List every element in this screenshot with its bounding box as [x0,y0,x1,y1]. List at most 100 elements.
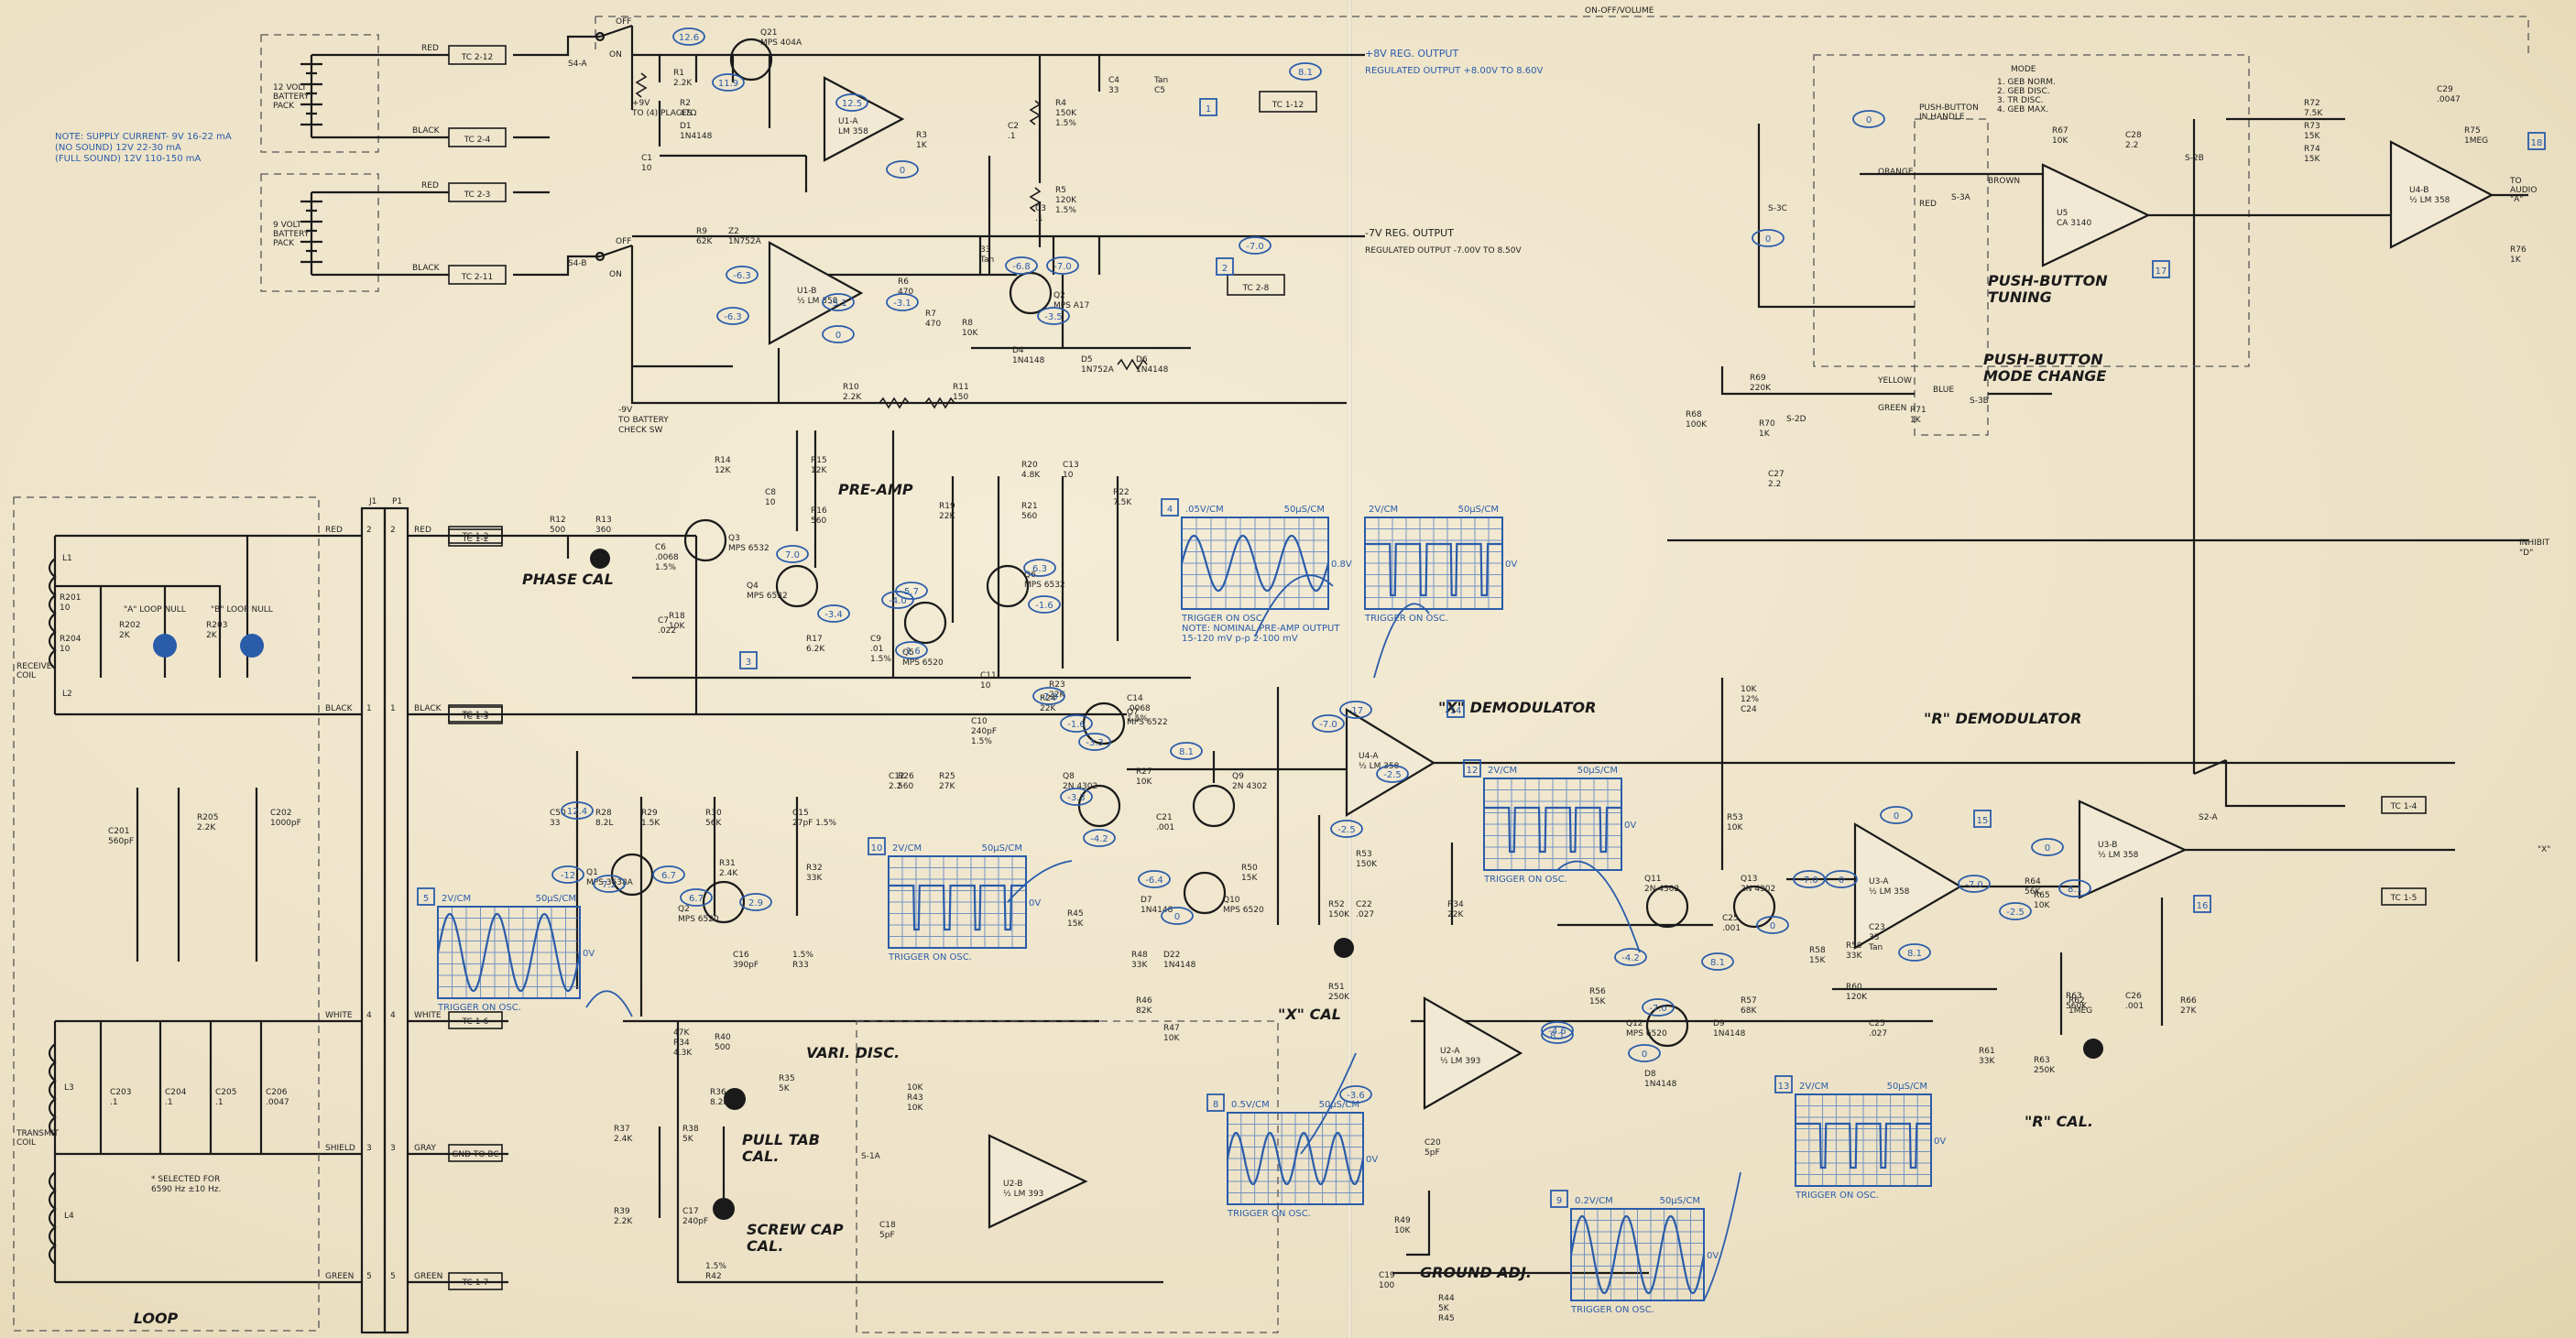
power-part-label: D5 [1081,355,1093,364]
voltage-bubble [1037,307,1070,325]
mode-change-wires [1720,366,2052,396]
loop-part-label: R205 [197,813,218,822]
preamp-part-label: 12K [715,466,731,475]
loop-a-null-trim[interactable] [153,634,177,658]
preamp-wires [566,430,1191,680]
u3b-label: U3-B [2098,841,2117,850]
switch-label: S-3A [1951,193,1971,202]
r-demod-part-label: R63 [2066,992,2082,1001]
loop-part-label: .1 [215,1098,224,1107]
scope-test-point: 12 [1467,766,1479,776]
receive-coil-label: COIL [16,671,36,680]
tc-2-8-box [1227,274,1285,296]
connector-terminal: TC 1-3 [462,711,489,720]
scope-vertical-scale: 2V/CM [1369,505,1398,515]
inhibit-label: INHIBIT [2519,538,2550,548]
connector-wires [266,534,508,1284]
mode-part-label: 10K [2052,136,2068,146]
transistor-q8 [1077,784,1121,828]
oscilloscope-trace [888,855,1027,949]
tc-1-5: TC 1-5 [2390,894,2418,903]
to-battery-label: CHECK SW [618,426,662,435]
r-demod-part-label: R58 [1809,946,1826,955]
x-cal-trim[interactable] [1334,938,1354,958]
scope-test-point: 9 [1556,1196,1562,1206]
supply-current-note: (FULL SOUND) 12V 110-150 mA [55,154,202,164]
battery-12v-label: PACK [273,102,295,111]
r-demod-part-label: 56K [2025,887,2041,897]
scope-vertical-scale: 2V/CM [892,843,922,854]
preamp-part-label: C9 [870,635,881,644]
tc-2-4: TC 2-4 [464,136,491,145]
voltage-bubble [776,545,809,563]
tc-2-3: TC 2-3 [464,190,491,200]
loop-box [13,496,320,1332]
power-part-label: .1 [1008,132,1016,141]
scope-test-point-box [868,837,886,855]
q1-label: Q1 [586,868,598,877]
voltage-value: 6.7 [689,894,704,904]
pull-tab-cal-trim[interactable] [724,1088,746,1110]
screw-cap-cal-trim[interactable] [713,1198,735,1220]
preamp-part-label: 1.5% [1127,714,1148,723]
x-demod-part-label: 5K [1438,1304,1450,1313]
oscillator-part-label: C50 [550,809,566,818]
x-demod-part-label: R47 [1163,1024,1180,1033]
power-part-label: 1N4148 [1136,365,1169,375]
phase-cal-trim[interactable] [590,549,610,569]
voltage-bubble [1239,236,1272,255]
scope-reference-level: 0.8V [1331,560,1352,570]
connector-wire-label-right: GREEN [414,1272,442,1281]
preamp-part-label: R20 [1021,461,1038,470]
mode-part-label: 1K [1910,416,1922,425]
voltage-value: 7.2 [602,880,617,890]
test-point-18-box [2527,132,2546,150]
scope-test-point-box [1463,759,1481,778]
preamp-part-label: R25 [939,772,955,781]
voltage-bubble [886,160,919,179]
voltage-bubble [1028,595,1061,614]
r-cal-trim[interactable] [2083,1039,2103,1059]
test-point-16-box [2193,895,2211,913]
r-demod-part-label: R59 [1846,941,1862,951]
x-demod-part-label: R45 [1067,909,1084,919]
connector-wire-label: BLACK [325,704,354,713]
connector-wire-label-right: RED [414,526,431,535]
r-demod-part-label: 33K [1979,1057,1995,1066]
scope-trigger-note: TRIGGER ON OSC. [1181,614,1265,624]
oscillator-part-label: 2.2K [614,1217,633,1226]
r-demod-part-label: 560K [2066,1002,2088,1011]
oscilloscope-frame [1364,517,1503,610]
connector-pin-number: 2 [366,526,372,535]
u3a-label: U3-A [1869,877,1889,887]
voltage-bubble [1023,559,1056,577]
x-demod-part-label: R53 [1356,850,1372,859]
voltage-bubble [1958,875,1991,893]
r-demod-part-label: 1N4148 [1713,1029,1746,1039]
preamp-part-label: .0068 [655,553,679,562]
voltage-bubble [1339,701,1372,719]
voltage-value: -5.1 [829,299,847,309]
oscillator-part-label: R32 [806,864,823,873]
voltage-bubble [822,325,855,343]
test-point-18: 18 [2531,138,2543,148]
x-demod-part-label: R49 [1394,1216,1411,1225]
test-point-17-box [2152,260,2170,278]
q11-label: Q11 [1644,875,1662,884]
mode-part-label: C28 [2125,131,2142,140]
voltage-bubble [551,865,584,884]
regulator-wires-2 [632,154,1191,403]
test-point-17: 17 [2156,267,2167,277]
opamp-u3a [1853,822,1963,950]
x-cal-label: "X" CAL [1278,1006,1341,1023]
screw-cap-cal-label: SCREW CAP [747,1221,844,1238]
x-demod-part-label: D22 [1163,951,1180,960]
voltage-bubble [1541,1026,1574,1044]
tc-2-3-box [448,182,507,202]
switch-label: S-3C [1768,204,1787,213]
mode-part-label: 2.2 [2125,141,2138,150]
loop-b-null-trim[interactable] [240,634,264,658]
preamp-part-label: R19 [939,502,955,511]
r-demod-part-label: 120K [1846,993,1868,1002]
power-part-label: 1N4148 [1012,356,1045,365]
